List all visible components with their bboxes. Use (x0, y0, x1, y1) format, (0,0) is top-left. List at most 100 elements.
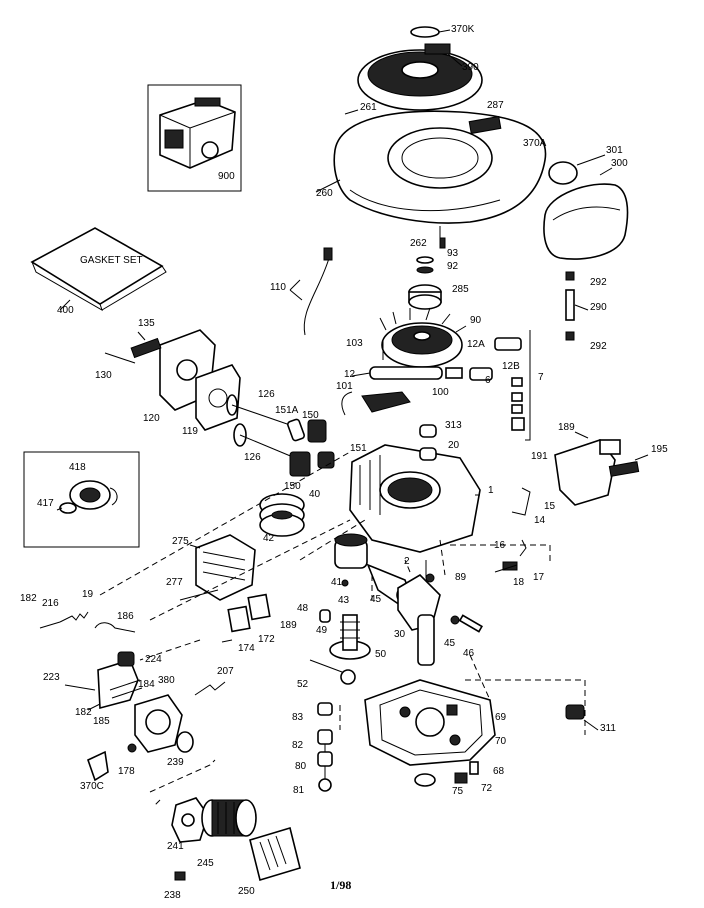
dashed-guide-lines (99, 451, 586, 806)
part-label-2: 2 (404, 556, 410, 567)
part-label-172: 172 (258, 634, 275, 645)
part-label-380: 380 (158, 675, 175, 686)
part-label-186: 186 (117, 611, 134, 622)
part-label-290: 290 (590, 302, 607, 313)
part-label-12B: 12B (502, 361, 520, 372)
part-label-19: 19 (82, 589, 94, 600)
part-label-390: 390 (462, 62, 479, 73)
fuel-tank-part (543, 154, 629, 260)
part-label-151: 151 (350, 443, 367, 454)
air-filter-element-part (201, 799, 257, 837)
governor-spring-left-part (39, 611, 136, 633)
part-label-92: 92 (447, 261, 459, 272)
part-label-18: 18 (513, 577, 525, 588)
part-label-900: 900 (218, 171, 235, 182)
bolt-part-223 (64, 684, 101, 711)
part-label-100: 100 (432, 387, 449, 398)
part-label-184: 184 (138, 679, 155, 690)
air-cleaner-base-part (171, 797, 209, 843)
carburetor-part (97, 651, 183, 753)
part-label-185: 185 (93, 716, 110, 727)
wire-clip-part (382, 337, 522, 381)
governor-bracket-part (554, 431, 649, 506)
part-label-110: 110 (270, 282, 286, 293)
breather-tube-part (104, 331, 162, 364)
screw-part-46 (450, 614, 483, 633)
part-label-14: 14 (534, 515, 546, 526)
part-label-82: 82 (292, 740, 304, 751)
air-filter-cover-part (174, 826, 301, 882)
part-label-311: 311 (600, 723, 616, 734)
part-label-261: 261 (360, 102, 377, 113)
part-label-178: 178 (118, 766, 135, 777)
part-label-182a: 182 (20, 593, 37, 604)
part-label-83: 83 (292, 712, 304, 723)
starter-cup-part (410, 26, 451, 38)
cylinder-block-part (349, 424, 481, 553)
part-label-15: 15 (544, 501, 556, 512)
flywheel-stack-part (408, 237, 446, 310)
part-label-7: 7 (538, 372, 544, 383)
part-label-275: 275 (172, 536, 189, 547)
part-label-151A: 151A (275, 405, 299, 416)
part-label-6: 6 (485, 375, 491, 386)
throttle-link-part (511, 487, 531, 516)
part-label-150a: 150 (302, 410, 319, 421)
part-label-12A: 12A (467, 339, 485, 350)
bolt-stack-part (317, 702, 333, 792)
part-label-224: 224 (145, 654, 162, 665)
part-label-46: 46 (463, 648, 475, 659)
part-label-49: 49 (316, 625, 328, 636)
part-label-81: 81 (293, 785, 305, 796)
crankshaft-part (397, 560, 441, 666)
part-label-43: 43 (338, 595, 350, 606)
part-label-313: 313 (445, 420, 462, 431)
part-label-370K: 370K (451, 24, 475, 35)
part-label-68: 68 (493, 766, 505, 777)
gasket-set-text: GASKET SET (80, 255, 143, 266)
part-label-103: 103 (346, 338, 363, 349)
part-label-120: 120 (143, 413, 160, 424)
gasket-set-part: GASKET SET (30, 227, 167, 312)
part-label-101: 101 (336, 381, 353, 392)
part-label-40: 40 (309, 489, 321, 500)
part-label-285: 285 (452, 284, 469, 295)
part-label-189a: 189 (558, 422, 575, 433)
tappet-part (309, 659, 356, 685)
part-label-150b: 150 (284, 481, 301, 492)
gasket-pair-part (221, 593, 271, 643)
fuel-line-part (565, 271, 589, 341)
part-label-260: 260 (316, 188, 333, 199)
intake-gasket-part (159, 329, 241, 431)
part-label-300: 300 (611, 158, 628, 169)
part-label-70: 70 (495, 736, 507, 747)
piston-part (334, 533, 368, 587)
part-label-292a: 292 (590, 277, 607, 288)
inset-frame-418 (23, 451, 140, 548)
part-label-52: 52 (297, 679, 309, 690)
pulley-part (56, 480, 118, 514)
part-label-301: 301 (606, 145, 623, 156)
part-label-1: 1 (488, 485, 494, 496)
part-label-241: 241 (167, 841, 184, 852)
part-label-90: 90 (470, 315, 482, 326)
recoil-starter-part (357, 43, 483, 111)
part-label-75: 75 (452, 786, 464, 797)
choke-link-part (194, 681, 226, 696)
part-label-238: 238 (164, 890, 181, 901)
blower-housing-part (315, 109, 547, 238)
part-label-223: 223 (43, 672, 60, 683)
part-label-16: 16 (494, 540, 506, 551)
part-label-174: 174 (238, 643, 255, 654)
part-label-370A: 370A (523, 138, 547, 149)
part-label-130: 130 (95, 370, 112, 381)
part-label-89a: 89 (455, 572, 467, 583)
part-label-417: 417 (37, 498, 54, 509)
part-label-119: 119 (182, 426, 198, 437)
part-label-72: 72 (481, 783, 493, 794)
part-label-69a: 69 (495, 712, 507, 723)
part-label-17: 17 (533, 572, 545, 583)
part-label-239: 239 (167, 757, 184, 768)
